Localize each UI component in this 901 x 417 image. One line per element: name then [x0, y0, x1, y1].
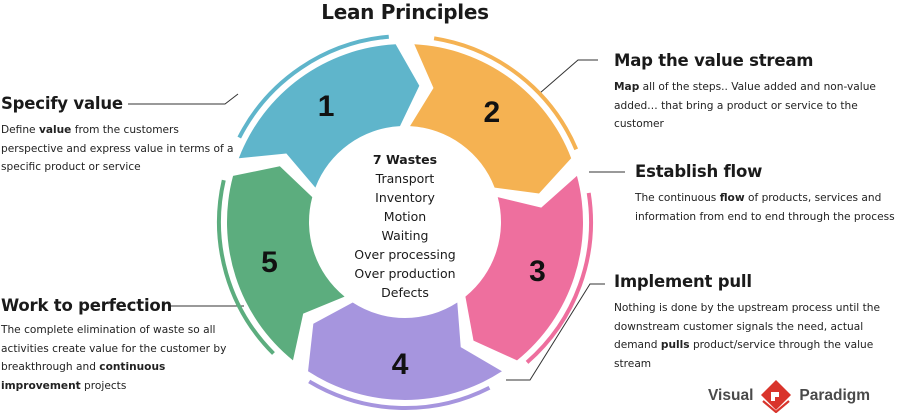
segment-5-work-to-perfection [227, 166, 345, 361]
text-part: Nothing is done by the upstream process … [614, 302, 881, 351]
leader-lines [128, 59, 625, 381]
principle-description: Define value from the customers perspect… [1, 121, 236, 177]
principle-implement-pull: Implement pull Nothing is done by the up… [614, 272, 901, 373]
segment-rim-1 [237, 34, 389, 139]
text-emphasis: Map [614, 81, 640, 93]
principle-map-value-stream: Map the value stream Map all of the step… [614, 51, 894, 134]
waste-item: Over processing [354, 247, 456, 262]
segment-2-map-value-stream [410, 44, 572, 194]
text-part: The complete elimination of waste so all… [1, 324, 227, 373]
seven-wastes-heading: 7 Wastes [372, 152, 438, 167]
waste-item: Defects [381, 285, 429, 300]
segment-3-establish-flow [465, 175, 584, 361]
principle-specify-value: Specify value Define value from the cust… [1, 94, 236, 177]
leader-line-specify-value [128, 93, 239, 105]
waste-item: Waiting [381, 228, 429, 243]
leader-line-map-value-stream [539, 59, 598, 94]
principle-heading: Map the value stream [614, 51, 814, 70]
principle-heading: Implement pull [614, 272, 752, 291]
segment-rim-5 [217, 179, 275, 355]
principle-heading: Work to perfection [1, 296, 173, 315]
text-emphasis: value [38, 124, 72, 136]
visual-paradigm-logo: Visual Paradigm [708, 378, 870, 414]
text-part: of products, services and information fr… [635, 192, 895, 223]
text-emphasis: pulls [660, 339, 690, 351]
principle-heading: Establish flow [635, 162, 763, 181]
visual-paradigm-logo-icon [761, 380, 792, 413]
segment-number: 4 [392, 348, 409, 381]
text-emphasis: flow [719, 192, 745, 204]
segment-4-implement-pull [308, 302, 502, 400]
waste-item: Transport [375, 171, 435, 186]
text-part: all of the steps.. Value added and non-v… [614, 81, 876, 130]
principle-description: Map all of the steps.. Value added and n… [614, 78, 894, 134]
text-part: The continuous [635, 192, 720, 204]
logo-text-paradigm: Paradigm [799, 387, 871, 404]
principle-establish-flow: Establish flow The continuous flow of pr… [635, 162, 895, 226]
principle-description: Nothing is done by the upstream process … [614, 299, 901, 373]
segment-number: 2 [483, 96, 500, 129]
segment-number: 1 [318, 90, 335, 123]
segment-rim-3 [525, 192, 593, 364]
waste-item: Motion [383, 209, 427, 224]
principle-heading: Specify value [1, 94, 123, 113]
waste-item: Over production [354, 266, 456, 281]
principle-description: The continuous flow of products, service… [635, 189, 895, 226]
segment-number: 3 [529, 255, 546, 288]
segment-rim-4 [308, 379, 491, 410]
page-title: Lean Principles [321, 0, 489, 24]
logo-text-visual: Visual [708, 387, 754, 404]
text-part: from the customers perspective and expre… [1, 124, 234, 173]
principle-description: The complete elimination of waste so all… [1, 321, 236, 395]
text-part: product/service through the value stream [614, 339, 874, 370]
text-emphasis: continuous improvement [1, 361, 166, 392]
waste-item: Inventory [375, 190, 435, 205]
seven-wastes-panel: 7 Wastes Transport Inventory Motion Wait… [340, 150, 470, 302]
principle-work-to-perfection: Work to perfection The complete eliminat… [1, 296, 236, 395]
text-part: Define [1, 124, 39, 136]
segment-1-specify-value [238, 44, 420, 188]
segment-rim-2 [433, 36, 579, 151]
leader-line-implement-pull [506, 283, 605, 381]
segment-number: 5 [261, 246, 278, 279]
text-part: projects [80, 379, 127, 392]
